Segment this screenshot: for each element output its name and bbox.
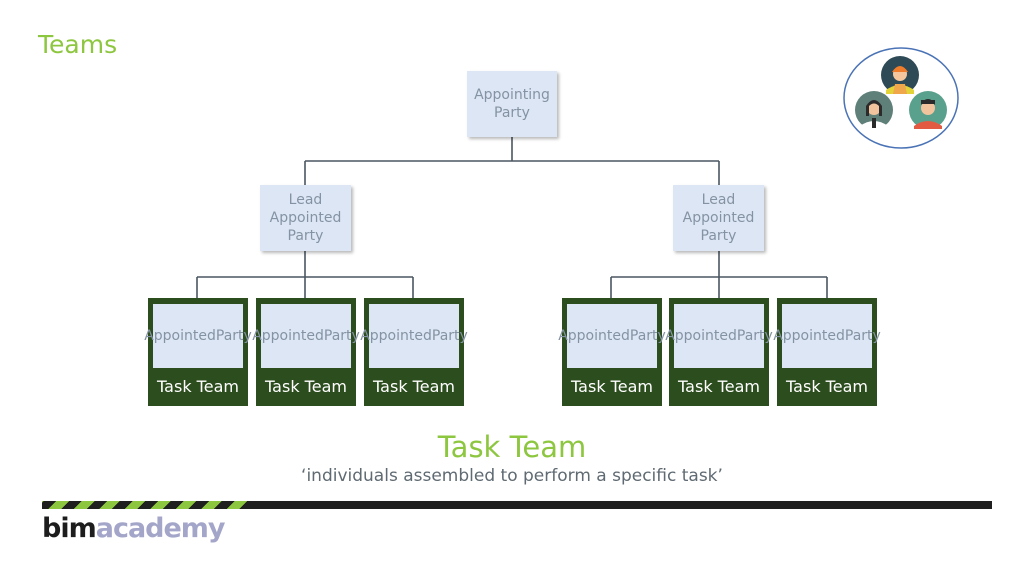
definition-title: Task Team xyxy=(437,430,587,464)
box-text-line: Party xyxy=(323,328,360,344)
task-team-label: Task Team xyxy=(571,377,653,396)
footer-divider xyxy=(42,501,992,509)
box-text-line: Party xyxy=(287,228,324,244)
appointed-party-box: AppointedParty xyxy=(665,304,773,368)
box-text-line: Appointed xyxy=(144,328,216,344)
box-text-line: Party xyxy=(431,328,468,344)
box-text-line: Appointed xyxy=(773,328,845,344)
box-text-line: Appointed xyxy=(665,328,737,344)
task-team-box: AppointedParty Task Team xyxy=(144,298,252,406)
box-text-line: Appointed xyxy=(360,328,432,344)
box-text-line: Appointed xyxy=(252,328,324,344)
task-team-box: AppointedParty Task Team xyxy=(665,298,773,406)
appointed-party-box: AppointedParty xyxy=(558,304,666,368)
task-team-label: Task Team xyxy=(373,377,455,396)
definition-text: ‘individuals assembled to perform a spec… xyxy=(301,466,723,486)
team-people-icon xyxy=(843,47,959,149)
task-team-box: AppointedParty Task Team xyxy=(558,298,666,406)
logo-part-bim: bim xyxy=(42,513,97,544)
appointed-party-box: AppointedParty xyxy=(773,304,881,368)
box-text-line: Appointed xyxy=(269,210,342,226)
task-team-label: Task Team xyxy=(786,377,868,396)
box-text-line: Party xyxy=(215,328,252,344)
appointed-party-box: AppointedParty xyxy=(360,304,468,368)
appointed-party-box: AppointedParty xyxy=(144,304,252,368)
task-team-box: AppointedParty Task Team xyxy=(252,298,360,406)
footer-hazard-stripe xyxy=(42,501,252,509)
box-text-line: Party xyxy=(844,328,881,344)
box-text-line: Appointed xyxy=(558,328,630,344)
box-text-line: Party xyxy=(629,328,666,344)
task-team-label: Task Team xyxy=(678,377,760,396)
box-text-line: Party xyxy=(494,105,530,121)
box-text-line: Party xyxy=(700,228,737,244)
bimacademy-logo: bimacademy xyxy=(42,513,226,544)
box-text-line: Appointing xyxy=(474,87,550,103)
task-team-label: Task Team xyxy=(265,377,347,396)
task-team-box: AppointedParty Task Team xyxy=(360,298,468,406)
box-text-line: Appointed xyxy=(682,210,755,226)
box-text-line: Party xyxy=(736,328,773,344)
page-title: Teams xyxy=(38,30,118,59)
box-text-line: Lead xyxy=(288,192,323,208)
appointed-party-box: AppointedParty xyxy=(252,304,360,368)
box-text-line: Lead xyxy=(701,192,736,208)
task-team-box: AppointedParty Task Team xyxy=(773,298,881,406)
logo-part-academy: academy xyxy=(95,513,226,544)
task-team-label: Task Team xyxy=(157,377,239,396)
